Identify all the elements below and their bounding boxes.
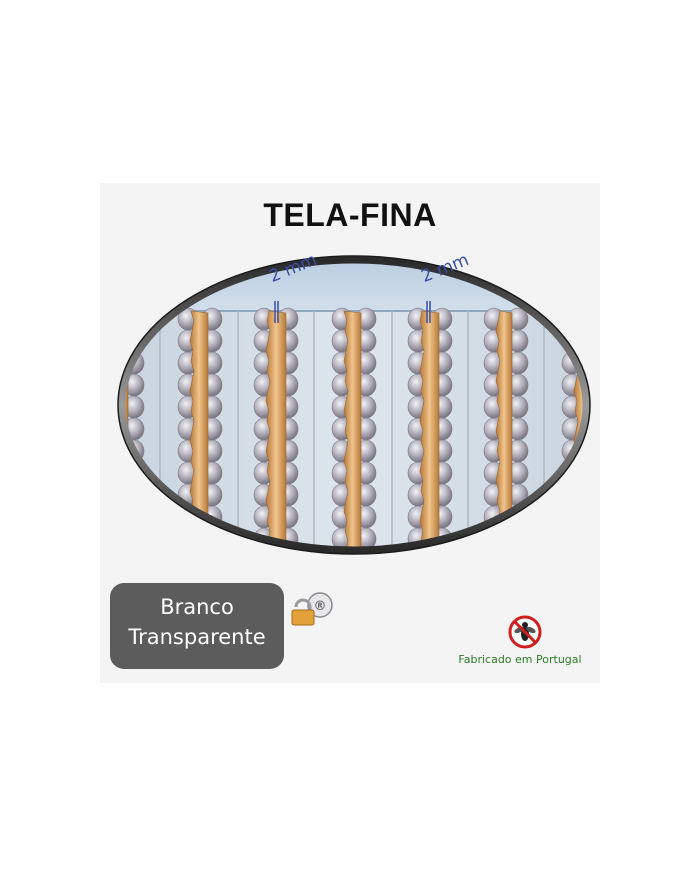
curtain-zoom-lens: 2 mm 2 mm	[114, 250, 594, 558]
padlock-icon: ®	[286, 591, 338, 627]
made-in-text: Fabricado em Portugal	[458, 653, 582, 666]
curtain-strand	[253, 307, 299, 547]
product-title: TELA-FINA	[263, 197, 437, 233]
curtain-illustration	[117, 255, 591, 555]
color-badge: Branco Transparente	[110, 583, 284, 669]
made-in-portugal: Fabricado em Portugal	[450, 613, 600, 673]
svg-text:®: ®	[314, 599, 327, 614]
product-card: TELA-FINA	[100, 183, 600, 683]
color-label-white: Branco	[160, 595, 234, 619]
color-label-transparent: Transparente	[128, 625, 266, 649]
curtain-strand	[331, 307, 377, 547]
no-insect-icon	[508, 615, 542, 649]
curtain-strand	[407, 307, 453, 547]
